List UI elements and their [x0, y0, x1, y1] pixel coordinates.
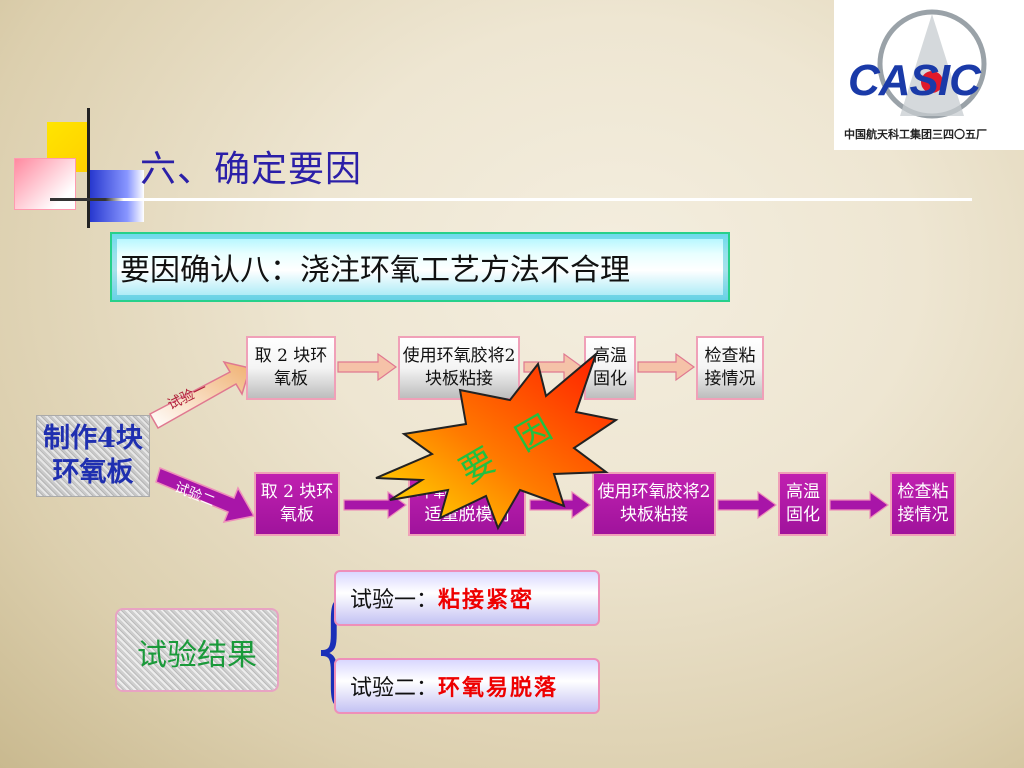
- decor-pink-square: [14, 158, 76, 210]
- branch-arrow-trial2: [155, 466, 256, 524]
- trial1-arrow-1: [337, 352, 398, 382]
- decor-vertical-line: [87, 108, 90, 228]
- trial1-arrow-3: [637, 352, 696, 382]
- trial2-step-1: 取 2 块环氧板: [254, 472, 340, 536]
- result-item-1-label: 试验一：: [350, 588, 439, 613]
- headline-box: [110, 232, 730, 302]
- trial2-arrow-3: [717, 490, 778, 520]
- logo-caption: 中国航天科工集团三四〇五厂: [844, 129, 987, 141]
- result-item-1-value: 粘接紧密: [438, 587, 535, 613]
- result-item-2-label: 试验二：: [350, 676, 439, 701]
- result-item-2-value: 环氧易脱落: [438, 675, 559, 701]
- headline-text: 要因确认八：浇注环氧工艺方法不合理: [120, 253, 630, 288]
- result-item-2: 试验二： 环氧易脱落: [334, 658, 600, 714]
- page-title: 六、确定要因: [140, 149, 363, 190]
- trial1-step-1: 取 2 块环氧板: [246, 336, 336, 400]
- trial2-arrow-1: [343, 490, 408, 520]
- trial2-step-3: 使用环氧胶将2块板粘接: [592, 472, 716, 536]
- trial1-step-3: 高温固化: [584, 336, 636, 400]
- logo-emblem-icon: [877, 9, 987, 119]
- trial2-step-5: 检查粘接情况: [890, 472, 956, 536]
- key-cause-burst-icon: [375, 350, 619, 531]
- trial2-step-4: 高温固化: [778, 472, 828, 536]
- trial2-arrow-4: [829, 490, 890, 520]
- start-box: [36, 415, 150, 497]
- title-underline: [50, 198, 972, 201]
- result-heading: 试验结果: [137, 638, 257, 673]
- start-label: 制作4块环氧板: [43, 423, 143, 488]
- decor-blue-square: [88, 170, 144, 222]
- trial1-step-4: 检查粘接情况: [696, 336, 764, 400]
- result-item-1: 试验一： 粘接紧密: [334, 570, 600, 626]
- logo-wordmark: CASIC: [848, 56, 981, 105]
- result-box: [115, 608, 279, 692]
